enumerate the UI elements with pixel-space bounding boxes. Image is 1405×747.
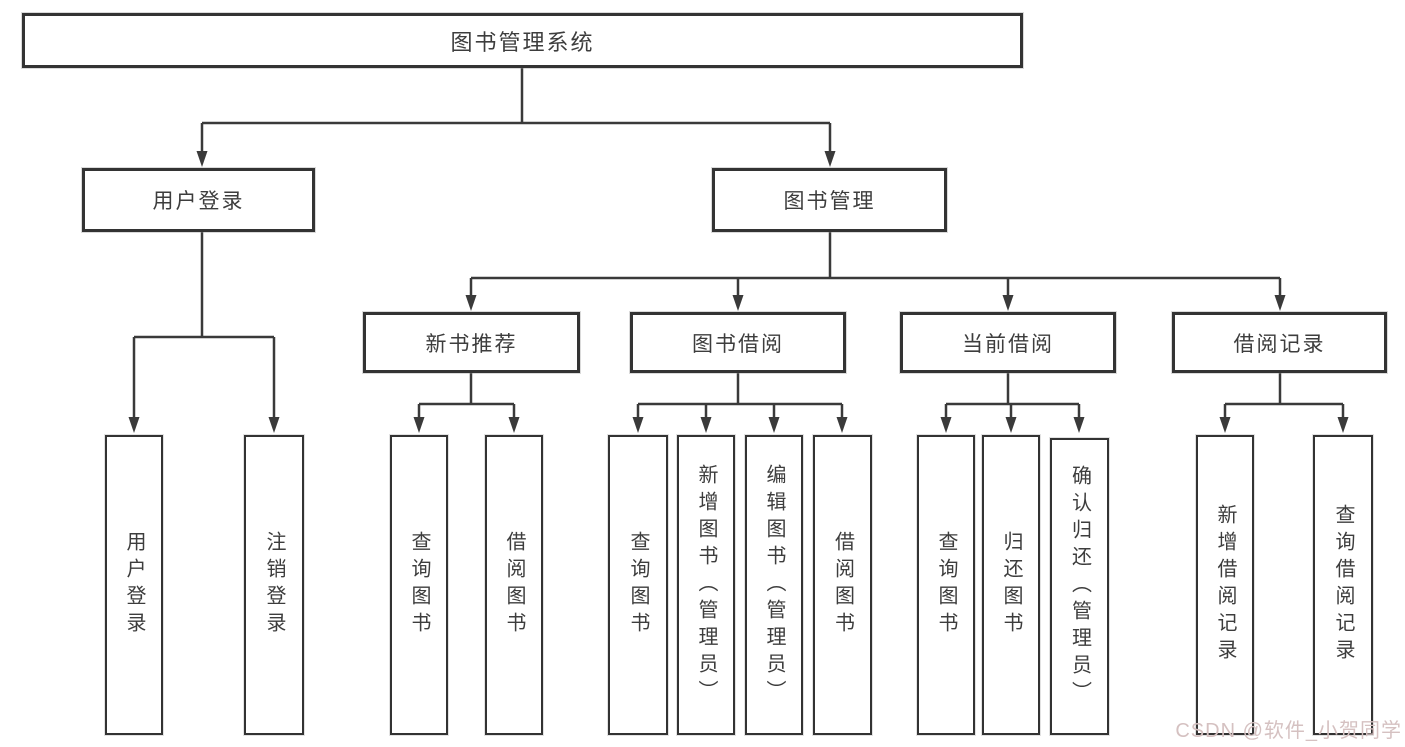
- leaf-edit-books-admin: 编辑图书（管理员）: [745, 435, 803, 735]
- leaf-query-books-borrow: 查询图书: [608, 435, 668, 735]
- node-new-book-recommend: 新书推荐: [363, 312, 580, 373]
- node-user-login: 用户登录: [82, 168, 315, 232]
- leaf-user-login: 用户登录: [105, 435, 163, 735]
- node-library-management-system: 图书管理系统: [22, 13, 1023, 68]
- node-borrow-records: 借阅记录: [1172, 312, 1387, 373]
- leaf-logout: 注销登录: [244, 435, 304, 735]
- leaf-borrow-books: 借阅图书: [813, 435, 872, 735]
- node-current-borrowing: 当前借阅: [900, 312, 1116, 373]
- leaf-borrow-books-recommend: 借阅图书: [485, 435, 543, 735]
- leaf-query-books-current: 查询图书: [917, 435, 975, 735]
- leaf-add-books-admin: 新增图书（管理员）: [677, 435, 735, 735]
- leaf-add-borrow-record: 新增借阅记录: [1196, 435, 1254, 735]
- arrowheads: [128, 151, 1349, 433]
- node-book-management: 图书管理: [712, 168, 947, 232]
- leaf-query-books-recommend: 查询图书: [390, 435, 448, 735]
- leaf-confirm-return-admin: 确认归还（管理员）: [1050, 438, 1109, 735]
- csdn-watermark: CSDN @软件_小贺同学: [1175, 720, 1402, 742]
- node-book-borrowing: 图书借阅: [630, 312, 846, 373]
- leaf-query-borrow-record: 查询借阅记录: [1313, 435, 1373, 735]
- leaf-return-books: 归还图书: [982, 435, 1040, 735]
